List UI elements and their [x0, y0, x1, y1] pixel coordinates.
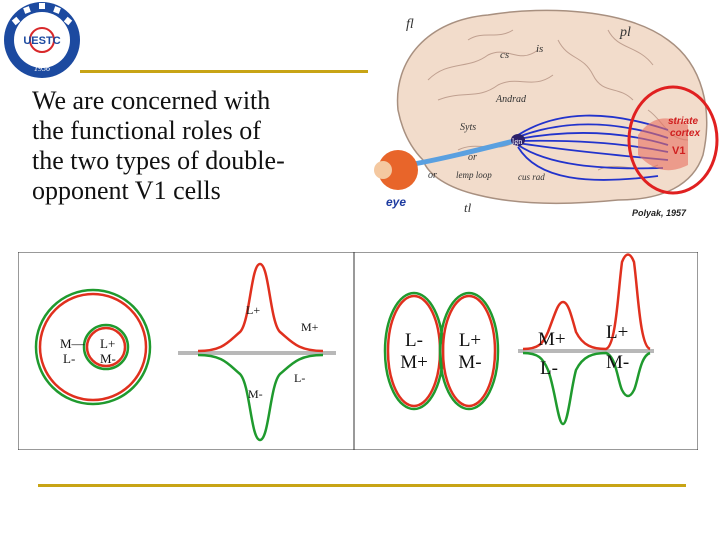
right-curve-label-l-plus: L+: [606, 322, 628, 343]
inner-ring-red: [85, 326, 127, 368]
eye-lens-icon: [374, 161, 392, 179]
label-pl: pl: [619, 25, 631, 40]
label-eye: eye: [386, 195, 406, 209]
label-cus-rad: cus rad: [518, 172, 545, 182]
bottom-divider: [38, 484, 686, 487]
eye-icon: [378, 150, 418, 190]
right-cell-label-2: M-: [458, 352, 481, 373]
logo-red-ring: [29, 27, 55, 53]
curve-label-m-minus: M-: [248, 387, 263, 401]
left-cell-label-1: L-: [405, 330, 423, 351]
label-is: is: [536, 43, 543, 55]
figure-credit: Polyak, 1957: [632, 208, 687, 218]
left-profile-green-curve: [197, 353, 324, 442]
label-lgn: lgn: [512, 137, 522, 146]
left-cell-label-2: M+: [400, 352, 428, 373]
label-fl: fl: [406, 17, 414, 32]
right-cell-red: [441, 294, 497, 408]
brain-visual-pathway-figure: fl pl cs is Andrad Syts lgn or or lemp l…: [374, 9, 719, 218]
curve-label-l-plus: L+: [246, 303, 260, 317]
label-syts: Syts: [460, 122, 476, 133]
right-curve-label-m-plus: M+: [538, 329, 566, 350]
label-cs: cs: [500, 49, 509, 61]
inner-ring-green: [82, 323, 130, 371]
right-profile-green-curve: [522, 351, 651, 426]
outer-ring-red: [38, 292, 148, 402]
v1-highlight-circle: [627, 85, 719, 195]
outer-ring-label-1: M—: [60, 336, 86, 351]
label-tl: tl: [464, 200, 472, 215]
label-or-2: or: [428, 170, 437, 181]
striate-cortex-area: [638, 118, 688, 171]
right-cell-label-1: L+: [459, 330, 481, 351]
brain-outline: [396, 9, 708, 205]
logo-center-text: UESTC: [23, 35, 60, 47]
logo-inner-disc: [14, 12, 70, 68]
left-profile-red-curve: [197, 262, 324, 353]
label-or: or: [468, 152, 477, 163]
outer-ring-green: [34, 288, 152, 406]
inner-ring-label-2: M-: [100, 351, 116, 366]
inner-ring-label-1: L+: [100, 336, 115, 351]
right-cell-green: [438, 291, 500, 411]
optic-nerve: [407, 137, 519, 168]
lgn-marker: [511, 134, 525, 146]
curve-label-m-plus: M+: [301, 320, 319, 334]
slide-title: We are concerned with the functional rol…: [32, 86, 285, 205]
outer-ring-label-2: L-: [63, 351, 75, 366]
logo-year: 1956: [34, 64, 50, 73]
label-cortex: cortex: [670, 128, 700, 139]
label-lemp-loop: lemp loop: [456, 170, 492, 180]
receptive-field-panel: M— L- L+ M- L+ M+ L- M- L- M+ L+ M- M+ L…: [18, 252, 698, 450]
seal-lettering-icon: [11, 3, 73, 26]
curve-label-l-minus: L-: [294, 371, 305, 385]
top-divider: [80, 70, 368, 73]
label-andrad: Andrad: [495, 94, 527, 105]
university-logo: UESTC 1956: [4, 2, 80, 78]
right-curve-label-l-minus: L-: [540, 358, 558, 379]
label-v1: V1: [672, 145, 685, 157]
right-profile-red-curve: [522, 253, 651, 351]
label-striate: striate: [668, 116, 698, 127]
right-curve-label-m-minus: M-: [606, 352, 629, 373]
